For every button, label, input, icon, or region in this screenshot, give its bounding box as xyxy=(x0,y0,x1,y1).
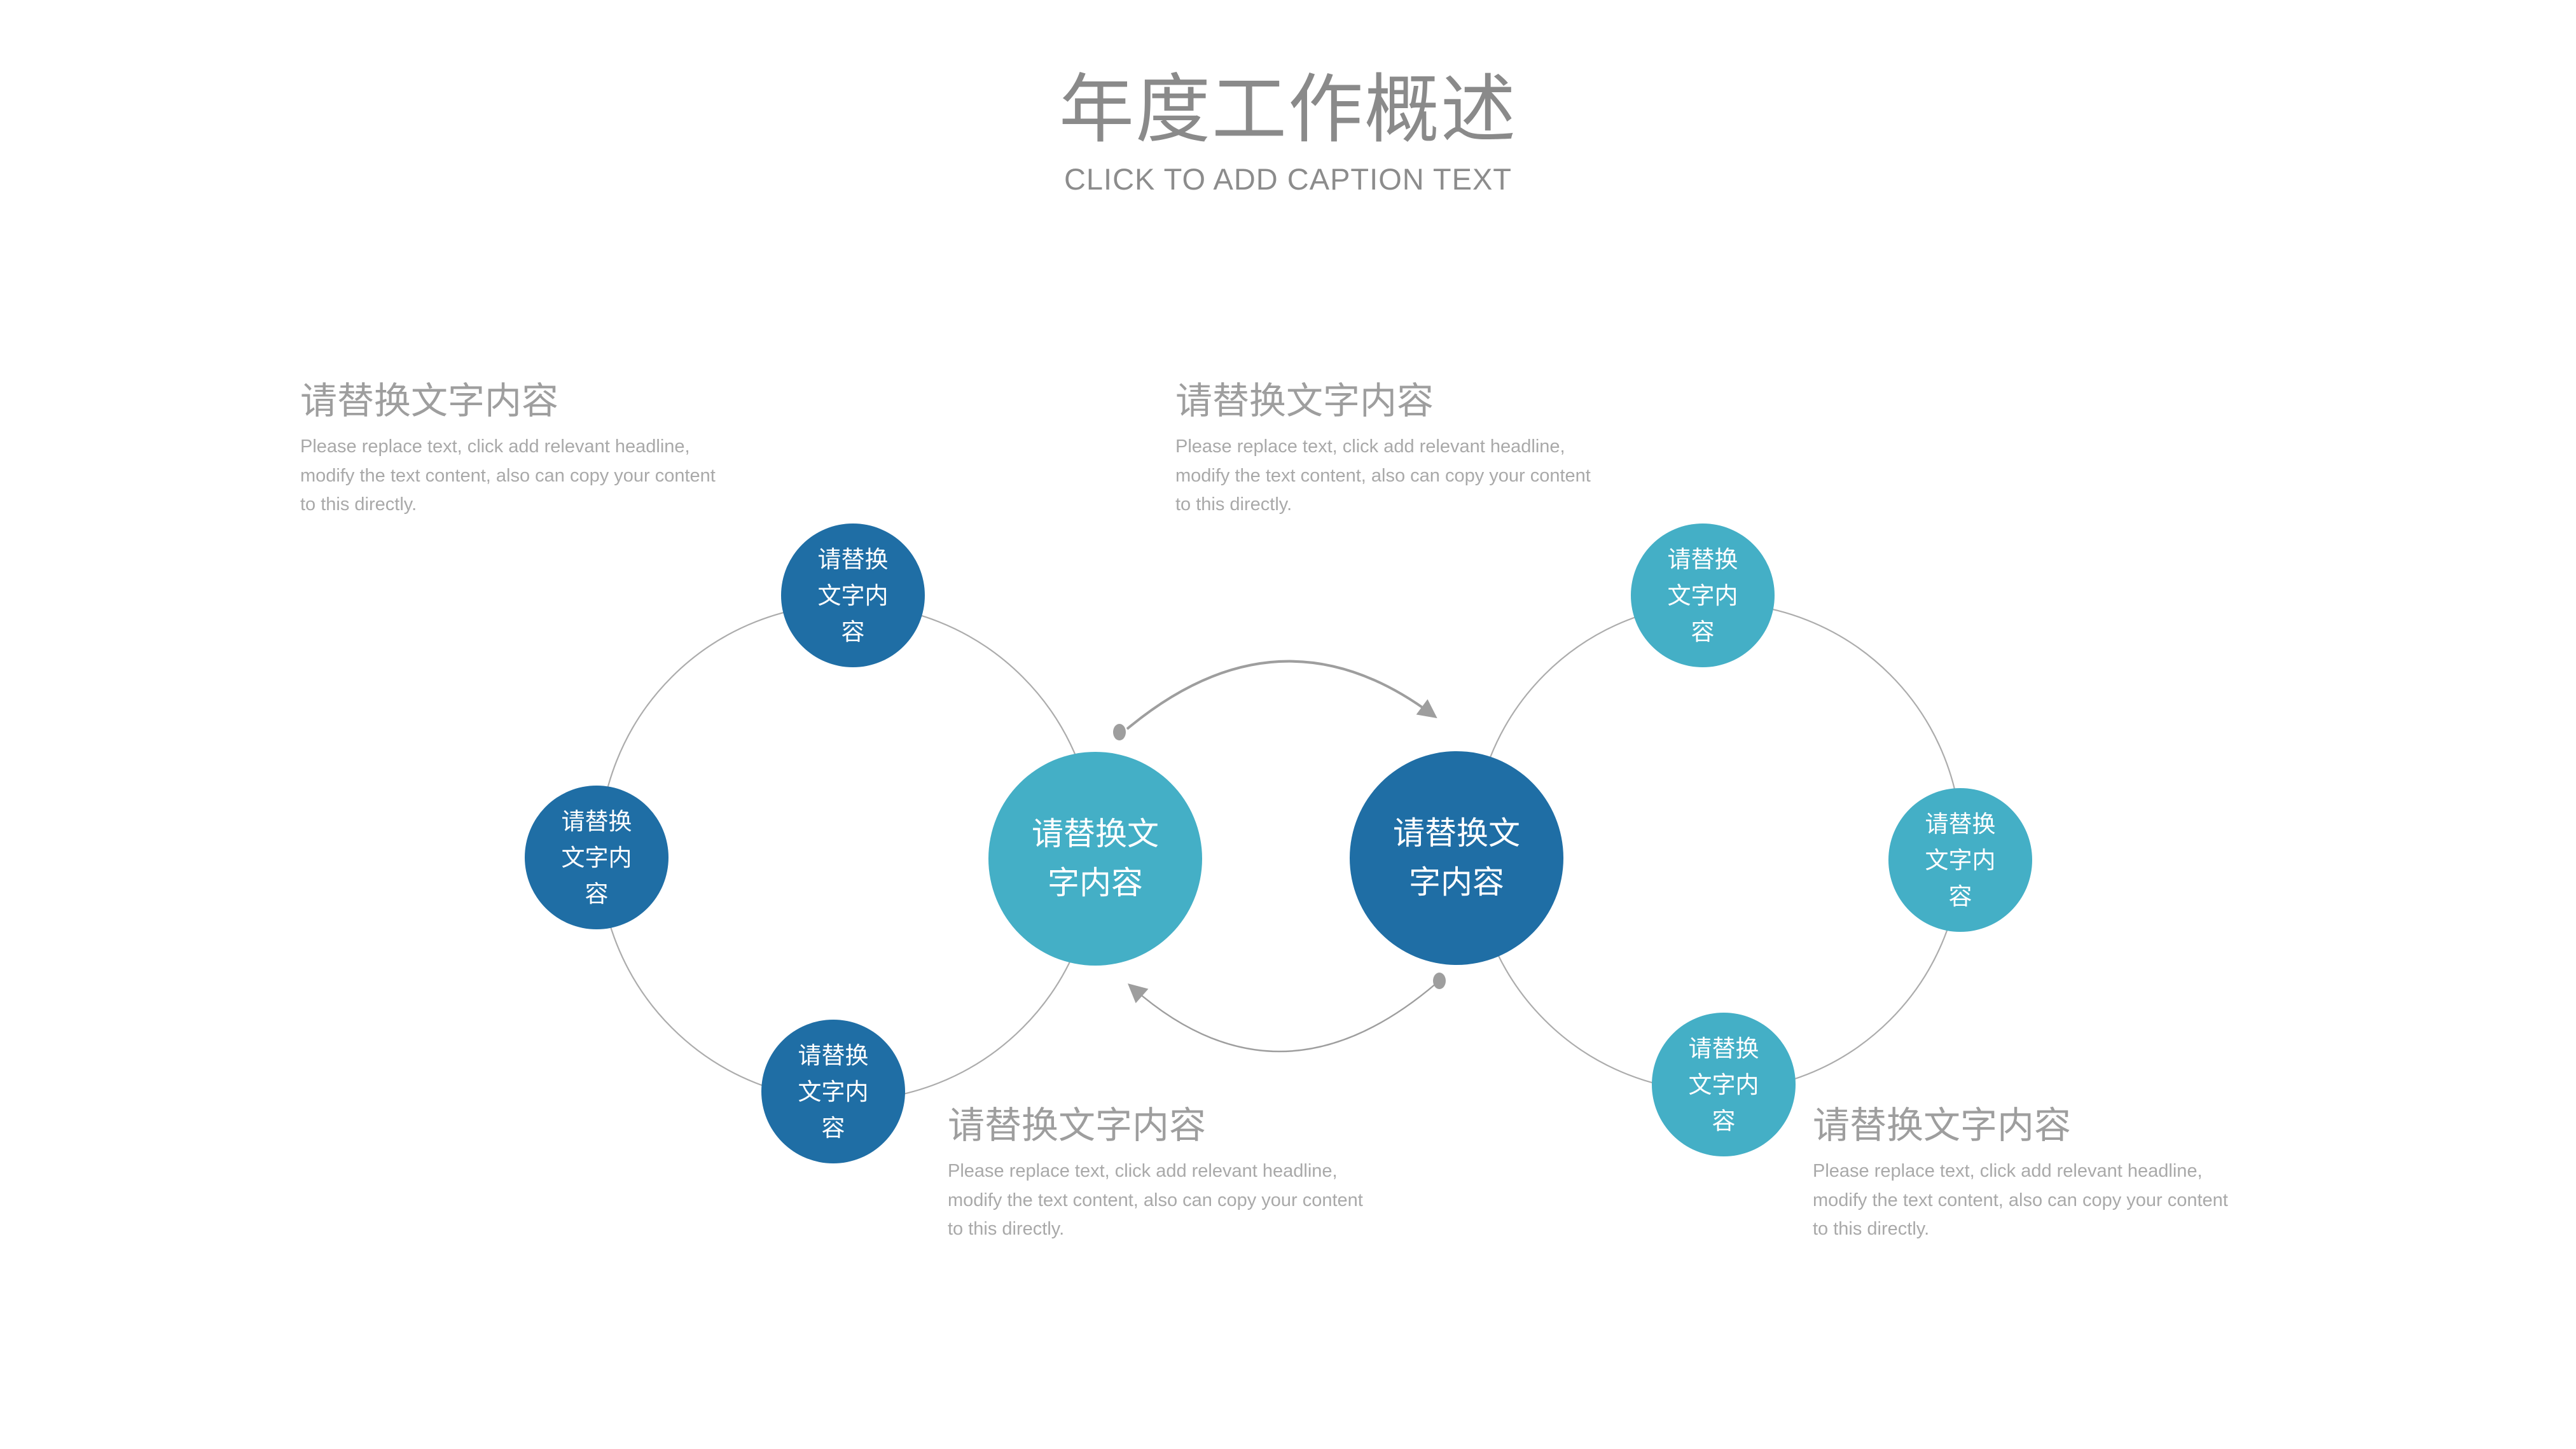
circle-label-line: 请替换 xyxy=(561,808,632,835)
text-block-body-line: Please replace text, click add relevant … xyxy=(300,436,690,457)
top-arrow-start-dot xyxy=(1113,724,1126,740)
text-block-bottom-left: 请替换文字内容 Please replace text, click add r… xyxy=(948,1107,1363,1244)
circle-label-line: 字内容 xyxy=(1048,865,1143,901)
circle-label-line: 请替换 xyxy=(1688,1035,1759,1062)
circle-label-line: 文字内 xyxy=(798,1078,869,1105)
satellite-circle-right-top: 请替换 文字内 容 xyxy=(1631,523,1775,667)
text-block-body-line: Please replace text, click add relevant … xyxy=(1813,1161,2203,1181)
bottom-arrow-start-dot xyxy=(1433,973,1446,989)
text-block-body-line: to this directly. xyxy=(1813,1219,1930,1239)
circle-label-line: 容 xyxy=(1691,618,1715,645)
circle-label-line: 请替换 xyxy=(817,546,889,572)
text-block-body-line: to this directly. xyxy=(1175,494,1292,515)
satellite-circle-left-top: 请替换 文字内 容 xyxy=(781,523,925,667)
circle-label-line: 请替换 xyxy=(1667,546,1738,572)
text-block-top-left: 请替换文字内容 Please replace text, click add r… xyxy=(300,383,716,520)
satellite-circle-left-middle: 请替换 文字内 容 xyxy=(525,786,668,929)
slide-subtitle: CLICK TO ADD CAPTION TEXT xyxy=(1063,162,1513,196)
circle-label-line: 请替换文 xyxy=(1032,816,1159,852)
text-block-heading: 请替换文字内容 xyxy=(300,380,559,422)
circle-label-line: 容 xyxy=(821,1114,845,1141)
circle-label-line: 容 xyxy=(1948,883,1972,910)
circle-label-line: 容 xyxy=(841,618,865,645)
text-block-body-line: Please replace text, click add relevant … xyxy=(948,1161,1338,1181)
slide-title: 年度工作概述 xyxy=(1058,68,1517,152)
circle-label-line: 文字内 xyxy=(1688,1071,1759,1098)
circle-label-line: 字内容 xyxy=(1409,864,1504,900)
circle-label-line: 文字内 xyxy=(817,582,889,609)
satellite-circle-left-bottom: 请替换 文字内 容 xyxy=(761,1020,905,1163)
circle-label-line: 文字内 xyxy=(1925,847,1996,873)
text-block-heading: 请替换文字内容 xyxy=(948,1105,1207,1146)
circle-label-line: 请替换文 xyxy=(1393,815,1520,851)
center-circle-right: 请替换文 字内容 xyxy=(1350,751,1563,965)
circle-label-line: 容 xyxy=(1712,1107,1736,1134)
circle-label-line: 文字内 xyxy=(1667,582,1738,609)
text-block-body-line: Please replace text, click add relevant … xyxy=(1175,436,1565,457)
circle-label-line: 请替换 xyxy=(798,1042,869,1069)
text-block-body-line: to this directly. xyxy=(300,494,417,515)
bottom-arrow-curve xyxy=(1127,983,1437,1053)
text-block-body-line: modify the text content, also can copy y… xyxy=(300,465,716,486)
text-block-body-line: to this directly. xyxy=(948,1219,1065,1239)
circle-label-line: 请替换 xyxy=(1925,810,1996,837)
circle-label-line: 文字内 xyxy=(561,844,632,871)
text-block-body-line: modify the text content, also can copy y… xyxy=(1175,465,1591,486)
circle-label-line: 容 xyxy=(585,880,609,907)
text-block-body-line: modify the text content, also can copy y… xyxy=(948,1189,1363,1210)
text-block-top-right: 请替换文字内容 Please replace text, click add r… xyxy=(1175,383,1591,520)
center-circle-left: 请替换文 字内容 xyxy=(988,752,1202,966)
satellite-circle-right-middle: 请替换 文字内 容 xyxy=(1888,788,2032,932)
top-arrow-curve xyxy=(1126,660,1437,730)
text-block-heading: 请替换文字内容 xyxy=(1813,1105,2072,1146)
satellite-circle-right-bottom: 请替换 文字内 容 xyxy=(1652,1013,1796,1156)
text-block-body-line: modify the text content, also can copy y… xyxy=(1813,1189,2228,1210)
text-block-heading: 请替换文字内容 xyxy=(1175,380,1434,422)
text-block-bottom-right: 请替换文字内容 Please replace text, click add r… xyxy=(1813,1107,2228,1244)
